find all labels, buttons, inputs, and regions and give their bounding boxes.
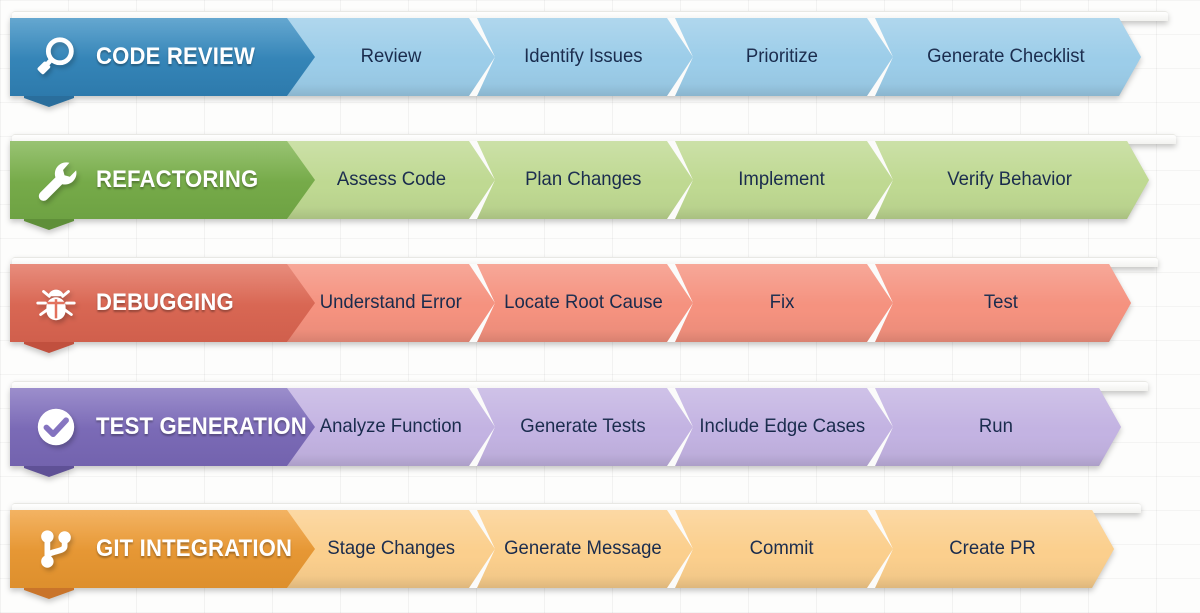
step-test-generation-1[interactable]: Analyze Function	[287, 388, 495, 466]
step-shade	[671, 454, 893, 466]
step-shade	[871, 84, 1141, 96]
step-label: Review	[360, 45, 422, 68]
row-tail-git-integration	[24, 587, 74, 599]
step-test-generation-4[interactable]: Run	[871, 388, 1121, 466]
step-git-integration-4[interactable]: Create PR	[871, 510, 1114, 588]
row-header-label: CODE REVIEW	[96, 43, 256, 70]
process-row-git-integration[interactable]: GIT INTEGRATION Stage Changes Generate Mes…	[10, 503, 1155, 599]
step-shade	[671, 576, 893, 588]
step-label: Create PR	[949, 537, 1036, 560]
row-tail-test-generation	[24, 465, 74, 477]
row-steps-git-integration: Stage Changes Generate Message Commit Creat…	[287, 510, 1114, 588]
step-code-review-3[interactable]: Prioritize	[671, 18, 893, 96]
step-git-integration-3[interactable]: Commit	[671, 510, 893, 588]
row-steps-refactoring: Assess Code Plan Changes Implement Verify B…	[287, 141, 1149, 219]
step-label: Generate Checklist	[927, 45, 1085, 68]
step-shade	[287, 576, 495, 588]
step-label: Include Edge Cases	[699, 415, 865, 438]
step-label: Locate Root Cause	[503, 291, 663, 314]
step-code-review-4[interactable]: Generate Checklist	[871, 18, 1141, 96]
step-shade	[871, 207, 1149, 219]
step-shade	[871, 576, 1114, 588]
step-shade	[473, 207, 693, 219]
step-debugging-4[interactable]: Test	[871, 264, 1131, 342]
step-debugging-1[interactable]: Understand Error	[287, 264, 495, 342]
step-label: Fix	[769, 291, 795, 314]
row-header-test-generation[interactable]: TEST GENERATION	[10, 388, 315, 466]
process-row-test-generation[interactable]: TEST GENERATION Analyze Function Generate …	[10, 381, 1162, 477]
step-label: Implement	[738, 168, 826, 191]
step-test-generation-3[interactable]: Include Edge Cases	[671, 388, 893, 466]
step-label: Analyze Function	[319, 415, 463, 438]
row-header-debugging[interactable]: DEBUGGING	[10, 264, 315, 342]
process-row-code-review[interactable]: CODE REVIEW Review Identify Issues Prioriti…	[10, 11, 1182, 107]
check-circle-icon	[32, 403, 80, 451]
row-steps-test-generation: Analyze Function Generate Tests Include Ed…	[287, 388, 1121, 466]
step-shade	[473, 454, 693, 466]
step-code-review-1[interactable]: Review	[287, 18, 495, 96]
git-branch-icon	[32, 525, 80, 573]
step-shade	[287, 207, 495, 219]
row-steps-code-review: Review Identify Issues Prioritize Generate …	[287, 18, 1141, 96]
step-label: Run	[979, 415, 1013, 438]
step-code-review-2[interactable]: Identify Issues	[473, 18, 693, 96]
step-label: Identify Issues	[523, 45, 643, 68]
row-header-label: DEBUGGING	[96, 289, 234, 316]
step-label: Verify Behavior	[947, 168, 1073, 191]
step-label: Generate Message	[504, 537, 662, 560]
step-shade	[287, 454, 495, 466]
step-shade	[671, 330, 893, 342]
step-label: Test	[984, 291, 1018, 314]
step-shade	[473, 84, 693, 96]
step-shade	[473, 576, 693, 588]
step-git-integration-1[interactable]: Stage Changes	[287, 510, 495, 588]
step-test-generation-2[interactable]: Generate Tests	[473, 388, 693, 466]
step-shade	[473, 330, 693, 342]
row-header-code-review[interactable]: CODE REVIEW	[10, 18, 315, 96]
step-debugging-2[interactable]: Locate Root Cause	[473, 264, 693, 342]
row-tail-debugging	[24, 341, 74, 353]
step-label: Commit	[750, 537, 814, 560]
bug-icon	[32, 279, 80, 327]
step-label: Plan Changes	[524, 168, 642, 191]
step-shade	[671, 207, 893, 219]
row-header-refactoring[interactable]: REFACTORING	[10, 141, 315, 219]
step-shade	[671, 84, 893, 96]
row-tail-refactoring	[24, 218, 74, 230]
step-git-integration-2[interactable]: Generate Message	[473, 510, 693, 588]
process-row-debugging[interactable]: DEBUGGING Understand Error Locate Root Cau…	[10, 257, 1172, 353]
wrench-icon	[32, 156, 80, 204]
process-row-refactoring[interactable]: REFACTORING Assess Code Plan Changes Implem…	[10, 134, 1190, 230]
step-shade	[287, 330, 495, 342]
step-label: Prioritize	[745, 45, 819, 68]
step-label: Stage Changes	[327, 537, 455, 560]
step-label: Assess Code	[336, 168, 446, 191]
row-tail-code-review	[24, 95, 74, 107]
row-header-label: TEST GENERATION	[96, 413, 307, 440]
row-header-label: GIT INTEGRATION	[96, 535, 293, 562]
step-refactoring-4[interactable]: Verify Behavior	[871, 141, 1149, 219]
step-label: Generate Tests	[520, 415, 646, 438]
magnifier-icon	[32, 33, 80, 81]
step-debugging-3[interactable]: Fix	[671, 264, 893, 342]
step-shade	[287, 84, 495, 96]
step-refactoring-2[interactable]: Plan Changes	[473, 141, 693, 219]
step-refactoring-1[interactable]: Assess Code	[287, 141, 495, 219]
step-label: Understand Error	[319, 291, 463, 314]
row-steps-debugging: Understand Error Locate Root Cause Fix Test	[287, 264, 1131, 342]
step-shade	[871, 454, 1121, 466]
row-header-label: REFACTORING	[96, 166, 259, 193]
row-header-git-integration[interactable]: GIT INTEGRATION	[10, 510, 315, 588]
step-refactoring-3[interactable]: Implement	[671, 141, 893, 219]
step-shade	[871, 330, 1131, 342]
